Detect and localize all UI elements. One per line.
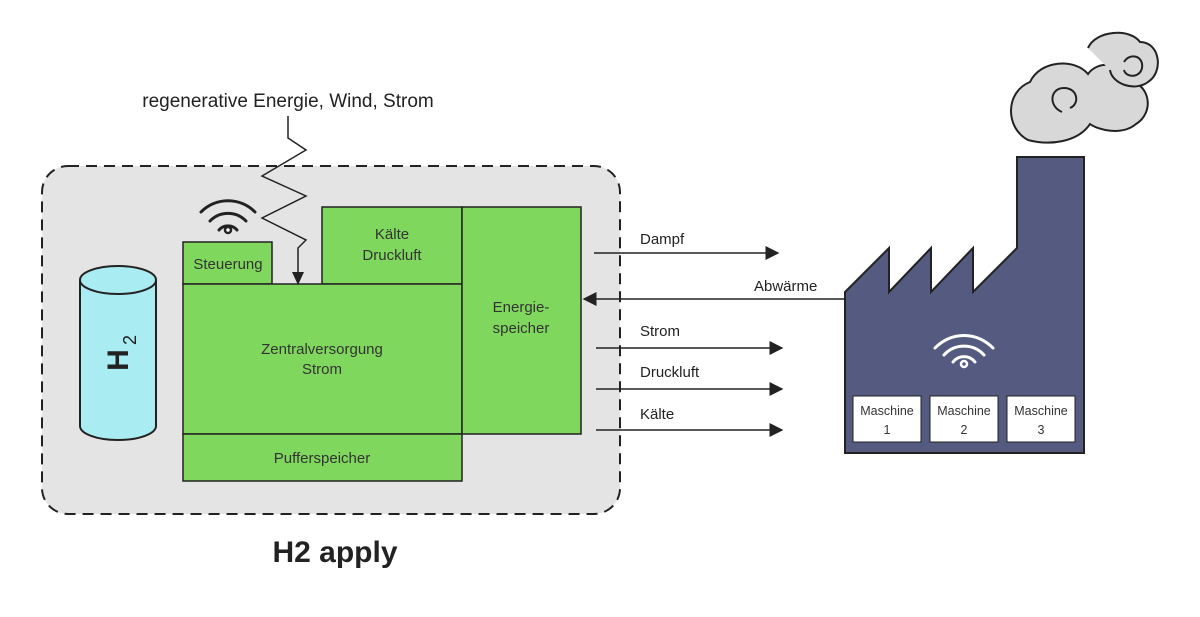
dampf-label: Dampf [640,231,685,248]
strom-label: Strom [640,323,680,340]
diagram-title: H2 apply [272,536,397,569]
machine-2-label-2: 2 [961,423,968,437]
machine-3-label-2: 3 [1038,423,1045,437]
machine-1-label-2: 1 [884,423,891,437]
machine-2-label-1: Maschine [937,404,991,418]
tank-subscript: 2 [120,335,140,345]
kaelte-druckluft-box [321,206,463,285]
steuerung-box [182,241,273,285]
abwaerme-label: Abwärme [754,278,817,295]
regenerative-energy-arrow [260,116,308,285]
source-label: regenerative Energie, Wind, Strom [142,91,433,112]
zentral-label-1: Zentralversorgung [261,341,383,358]
wifi-icon [199,199,257,235]
machine-3-box [1006,395,1076,443]
factory-building [844,156,1085,454]
kaelte-label: Kälte [640,406,674,423]
pufferspeicher-box [182,433,463,482]
machine-3-label-1: Maschine [1014,404,1068,418]
zentralversorgung-box [182,283,463,435]
smoke-icon [1010,31,1159,144]
energiespeicher-box [461,206,582,435]
factory-wifi-icon [933,334,995,369]
kaelte-box-label: Kälte [375,226,409,243]
hydrogen-tank-icon: H 2 [79,265,157,441]
druckluft-label: Druckluft [640,364,700,381]
druckluft-box-label: Druckluft [362,247,422,264]
energie-label-2: speicher [493,320,550,337]
machine-2-box [929,395,999,443]
zentral-label-2: Strom [302,361,342,378]
machine-1-label-1: Maschine [860,404,914,418]
machine-1-box [852,395,922,443]
steuerung-label: Steuerung [193,256,262,273]
pufferspeicher-label: Pufferspeicher [274,450,370,467]
energie-label-1: Energie- [493,299,550,316]
tank-symbol: H [102,349,135,371]
